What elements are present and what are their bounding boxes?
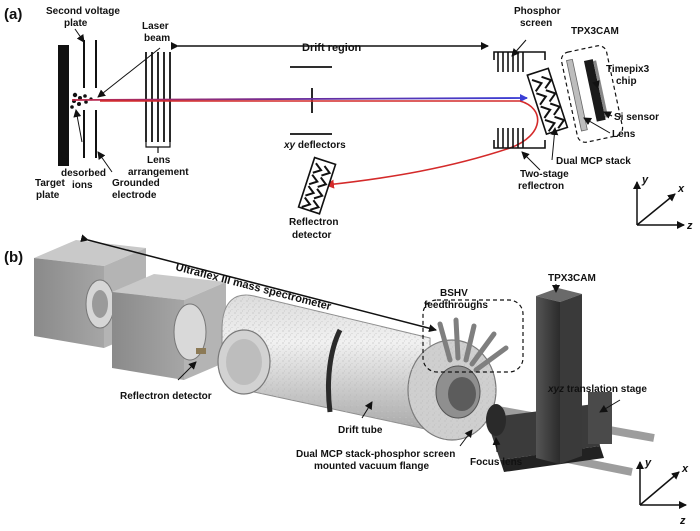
label-phosphor-screen: Phosphor bbox=[514, 6, 561, 17]
label-timepix3-chip: Timepix3 bbox=[606, 64, 650, 75]
label-flange-2: mounted vacuum flange bbox=[314, 461, 429, 472]
label-xy-italic: xy bbox=[283, 140, 296, 151]
panel-a: (a) bbox=[4, 6, 693, 241]
label-drift-tube: Drift tube bbox=[338, 425, 383, 436]
focus-lens bbox=[486, 404, 506, 436]
axis-b-x: x bbox=[681, 463, 689, 475]
callout-lines-b bbox=[177, 284, 621, 453]
label-bshv: BSHV bbox=[440, 288, 468, 299]
label-grounded-electrode: Grounded bbox=[112, 178, 160, 189]
axis-a-z: z bbox=[686, 220, 693, 232]
label-lens-arrangement: Lens bbox=[147, 155, 171, 166]
label-bshv-2: feedthroughs bbox=[424, 300, 488, 311]
reflectron-detector bbox=[297, 156, 337, 215]
dual-mcp-stack bbox=[526, 67, 569, 136]
label-reflectron-detector-b: Reflectron detector bbox=[120, 391, 212, 402]
bshv-feedthroughs bbox=[437, 317, 509, 373]
axis-b-z: z bbox=[679, 515, 686, 527]
tpx3cam-body bbox=[536, 288, 582, 464]
ion-path-direct bbox=[71, 94, 528, 103]
label-timepix3-chip-2: chip bbox=[616, 76, 637, 87]
label-target-plate-2: plate bbox=[36, 190, 60, 201]
axis-a-y: y bbox=[641, 174, 649, 186]
label-second-voltage-plate-2: plate bbox=[64, 18, 88, 29]
label-phosphor-screen-2: screen bbox=[520, 18, 552, 29]
panel-b: (b) bbox=[4, 234, 689, 527]
label-lens: Lens bbox=[612, 129, 636, 140]
label-xy-deflectors: xy deflectors bbox=[283, 140, 346, 151]
label-xyz-stage: xyz translation stage bbox=[547, 384, 647, 395]
label-xyz-rest: translation stage bbox=[564, 384, 647, 395]
label-reflectron-detector-a-2: detector bbox=[292, 230, 332, 241]
axes-a bbox=[633, 181, 685, 229]
panel-b-tag: (b) bbox=[4, 249, 23, 266]
label-tpx3cam-a: TPX3CAM bbox=[571, 26, 619, 37]
label-target-plate: Target bbox=[35, 178, 65, 189]
axis-a-x: x bbox=[677, 183, 685, 195]
middle-box bbox=[112, 274, 226, 380]
label-two-stage-reflectron: Two-stage bbox=[520, 169, 569, 180]
callout-lines-a bbox=[61, 28, 613, 173]
label-grounded-electrode-2: electrode bbox=[112, 190, 157, 201]
label-second-voltage-plate: Second voltage bbox=[46, 6, 120, 17]
si-sensor bbox=[583, 59, 609, 122]
label-desorbed-ions: desorbed bbox=[61, 168, 106, 179]
label-lens-arrangement-2: arrangement bbox=[128, 167, 189, 178]
ion-path-reflected bbox=[100, 100, 539, 189]
axes-b bbox=[636, 461, 687, 509]
label-desorbed-ions-2: ions bbox=[72, 180, 93, 191]
lens-arrangement bbox=[145, 52, 171, 153]
label-xy-rest: deflectors bbox=[295, 140, 346, 151]
label-focus-lens: Focus lens bbox=[470, 457, 523, 468]
bshv-enclosure bbox=[422, 299, 524, 373]
label-drift-region: Drift region bbox=[302, 42, 362, 54]
label-laser-beam-2: beam bbox=[144, 33, 170, 44]
ultraflex-arrow bbox=[80, 234, 437, 333]
label-tpx3cam-b: TPX3CAM bbox=[548, 273, 596, 284]
label-reflectron-detector-a: Reflectron bbox=[289, 217, 338, 228]
front-flange bbox=[407, 339, 497, 441]
tpx3cam-enclosure bbox=[560, 45, 624, 143]
panel-a-tag: (a) bbox=[4, 6, 22, 23]
label-two-stage-reflectron-2: reflectron bbox=[518, 181, 564, 192]
label-dual-mcp-stack: Dual MCP stack bbox=[556, 156, 631, 167]
label-xyz-italic: xyz bbox=[547, 384, 564, 395]
lens-element bbox=[566, 58, 588, 132]
target-plate bbox=[58, 45, 69, 166]
label-laser-beam: Laser bbox=[142, 21, 169, 32]
label-flange: Dual MCP stack-phosphor screen bbox=[296, 449, 455, 460]
drift-tube bbox=[217, 294, 431, 431]
axis-b-y: y bbox=[644, 457, 652, 469]
label-si-sensor: Si sensor bbox=[614, 112, 659, 123]
